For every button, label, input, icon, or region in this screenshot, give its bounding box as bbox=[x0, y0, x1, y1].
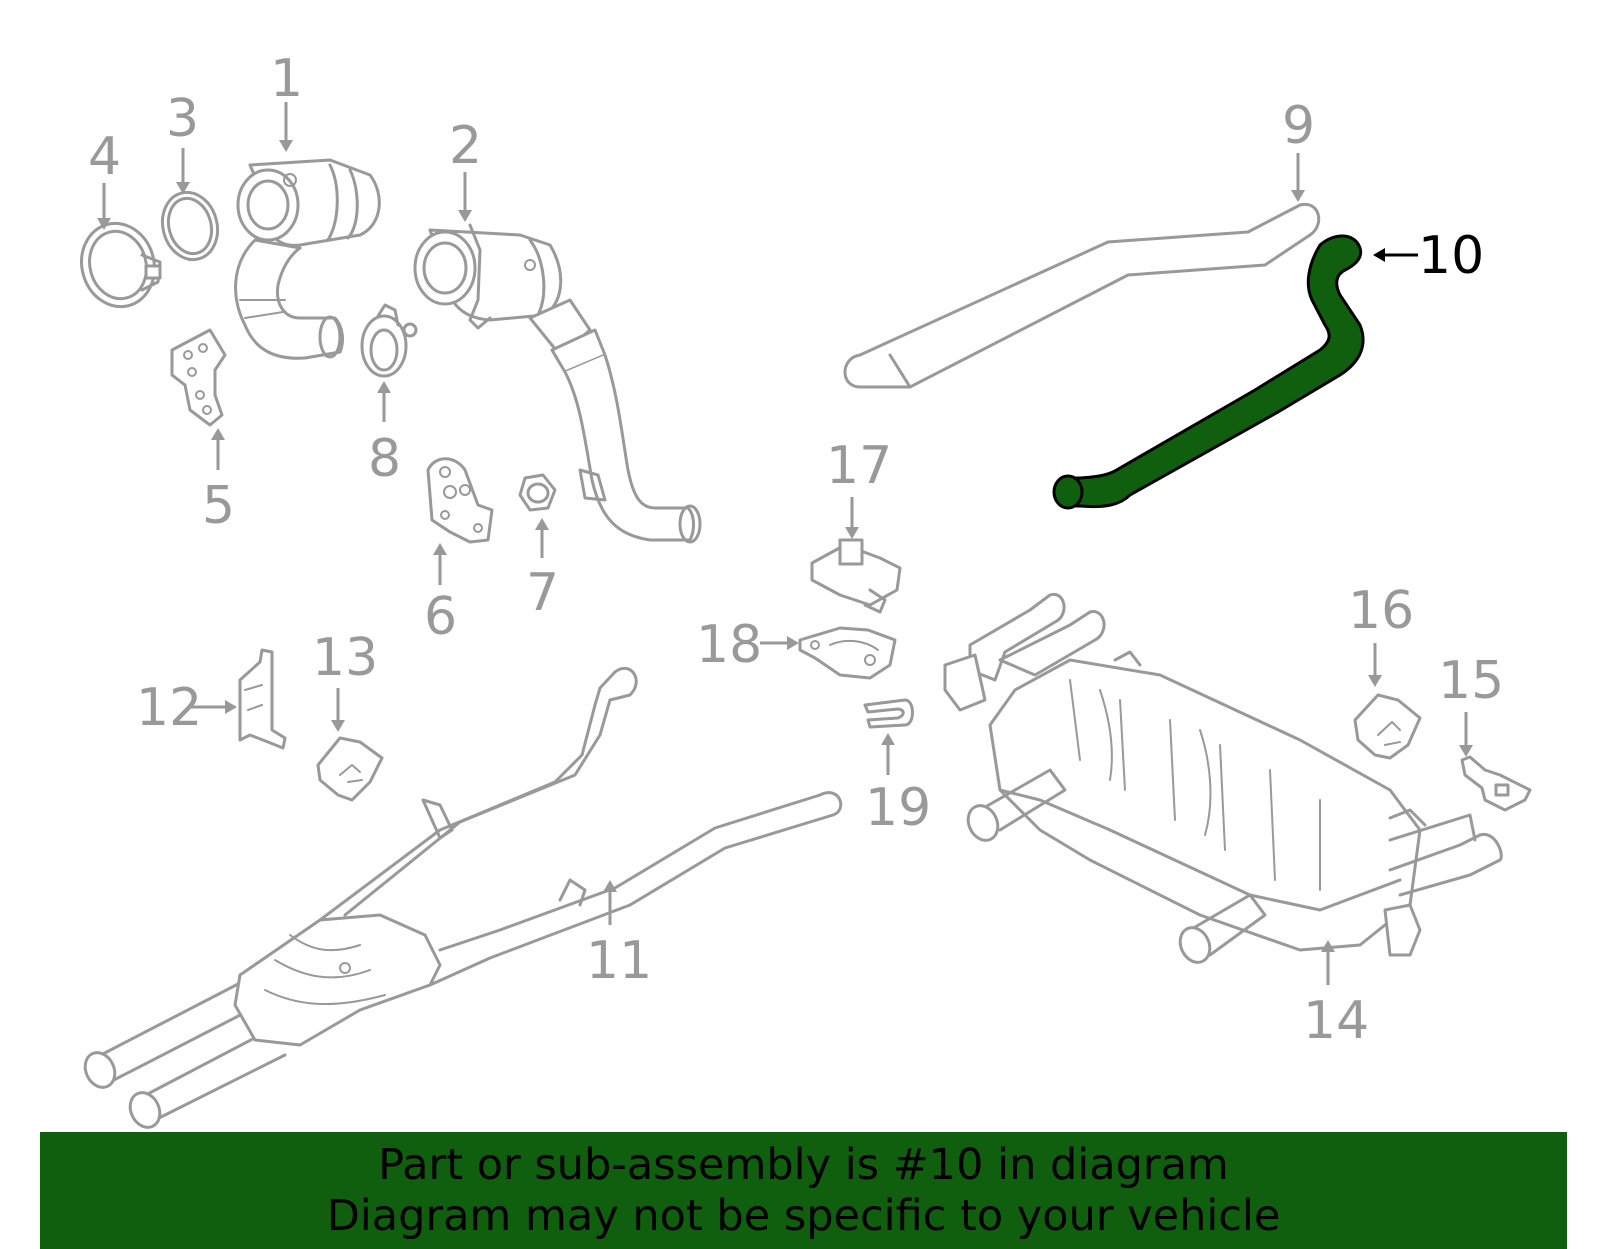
callout-3[interactable]: 3 bbox=[166, 89, 199, 149]
callout-16[interactable]: 16 bbox=[1348, 581, 1414, 641]
callout-15[interactable]: 15 bbox=[1438, 651, 1504, 711]
leader-arrows bbox=[97, 102, 1473, 985]
callout-labels: 1 2 3 4 5 6 7 8 9 10 11 12 13 14 15 16 1… bbox=[88, 49, 1504, 1051]
callout-2[interactable]: 2 bbox=[449, 116, 482, 176]
callout-11[interactable]: 11 bbox=[586, 931, 652, 991]
footer-line-1: Part or sub-assembly is #10 in diagram bbox=[378, 1140, 1229, 1190]
callout-8[interactable]: 8 bbox=[368, 429, 401, 489]
part-9-pipe[interactable] bbox=[843, 202, 1321, 389]
callout-4[interactable]: 4 bbox=[88, 127, 121, 187]
part-16-mount[interactable] bbox=[1353, 693, 1422, 760]
part-12-bracket[interactable] bbox=[238, 648, 287, 750]
part-18-bracket[interactable] bbox=[798, 626, 897, 680]
part-6-bracket[interactable] bbox=[426, 457, 494, 544]
part-2-catalytic-converter[interactable] bbox=[413, 223, 702, 544]
part-19-clip[interactable] bbox=[863, 698, 914, 729]
callout-6[interactable]: 6 bbox=[424, 587, 457, 647]
part-17-sensor[interactable] bbox=[810, 538, 902, 614]
part-11-front-pipe[interactable] bbox=[80, 666, 843, 1132]
part-10-hose-highlighted[interactable] bbox=[1052, 234, 1365, 510]
part-5-bracket[interactable] bbox=[170, 328, 227, 427]
part-14-rear-muffler[interactable] bbox=[943, 592, 1503, 967]
footer-banner: Part or sub-assembly is #10 in diagram D… bbox=[40, 1132, 1567, 1249]
callout-9[interactable]: 9 bbox=[1282, 96, 1315, 156]
footer-line-2: Diagram may not be specific to your vehi… bbox=[326, 1191, 1281, 1241]
callout-13[interactable]: 13 bbox=[312, 628, 378, 688]
part-4-clamp[interactable] bbox=[72, 215, 163, 315]
callout-7[interactable]: 7 bbox=[526, 563, 559, 623]
callout-19[interactable]: 19 bbox=[865, 778, 931, 838]
callout-1[interactable]: 1 bbox=[270, 49, 303, 109]
callout-14[interactable]: 14 bbox=[1303, 991, 1369, 1051]
callout-10[interactable]: 10 bbox=[1418, 226, 1484, 286]
callout-17[interactable]: 17 bbox=[826, 436, 892, 496]
part-15-bracket[interactable] bbox=[1460, 755, 1532, 812]
callout-5[interactable]: 5 bbox=[202, 476, 235, 536]
callout-18[interactable]: 18 bbox=[696, 615, 762, 675]
callout-12[interactable]: 12 bbox=[136, 678, 202, 738]
part-7-nut[interactable] bbox=[518, 473, 557, 512]
part-13-mount[interactable] bbox=[316, 736, 384, 802]
part-1-catalytic-converter[interactable] bbox=[234, 158, 381, 360]
part-8-clamp[interactable] bbox=[360, 303, 418, 378]
part-3-gasket[interactable] bbox=[155, 186, 225, 266]
